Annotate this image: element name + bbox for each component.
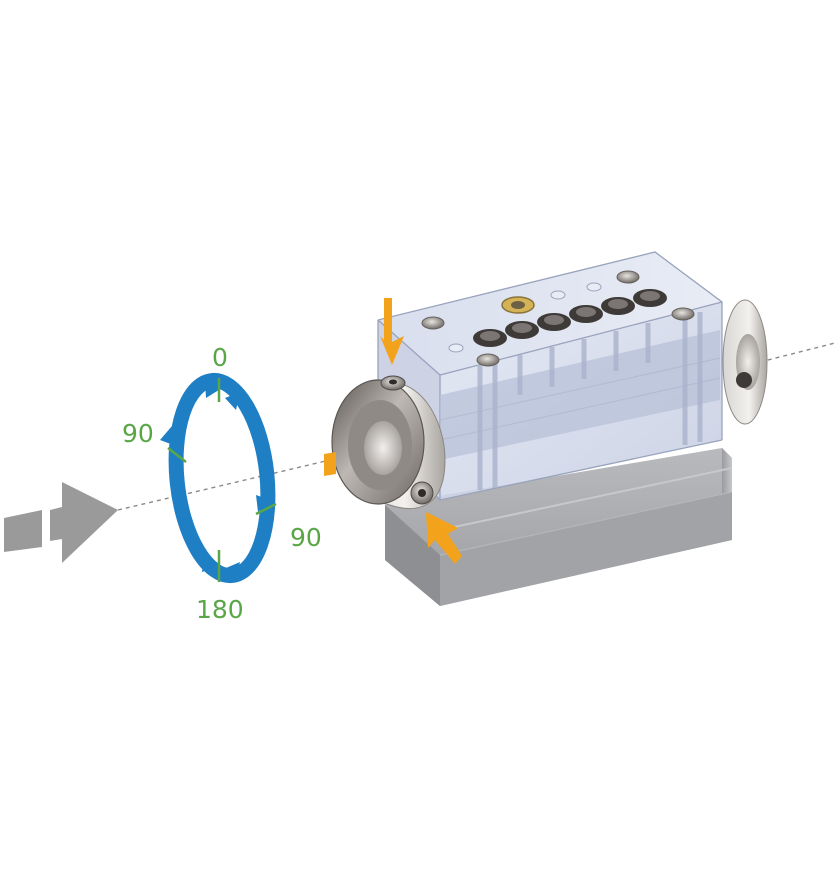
- front-collar: [331, 375, 446, 509]
- axis-line-right: [759, 342, 836, 363]
- clamp-arrow-top: [380, 298, 404, 365]
- clamp-arrow-left: [324, 452, 336, 476]
- fixture-assembly: [331, 251, 768, 606]
- clamp-force-arrow-icon: [324, 298, 462, 564]
- angle-label-top: 0: [212, 343, 228, 372]
- rotation-ring-icon: [160, 372, 277, 584]
- clamp-arrow-bottom: [426, 512, 462, 564]
- axis-line-left: [117, 459, 331, 511]
- rear-collar: [722, 299, 768, 425]
- feed-direction-arrow-icon: [4, 482, 118, 563]
- top-face-holes: [421, 270, 695, 367]
- vertical-pins: [477, 312, 703, 490]
- angle-label-left: 90: [122, 419, 154, 448]
- angle-label-bottom: 180: [196, 595, 244, 624]
- base-block: [385, 448, 733, 606]
- angle-label-right: 90: [290, 523, 322, 552]
